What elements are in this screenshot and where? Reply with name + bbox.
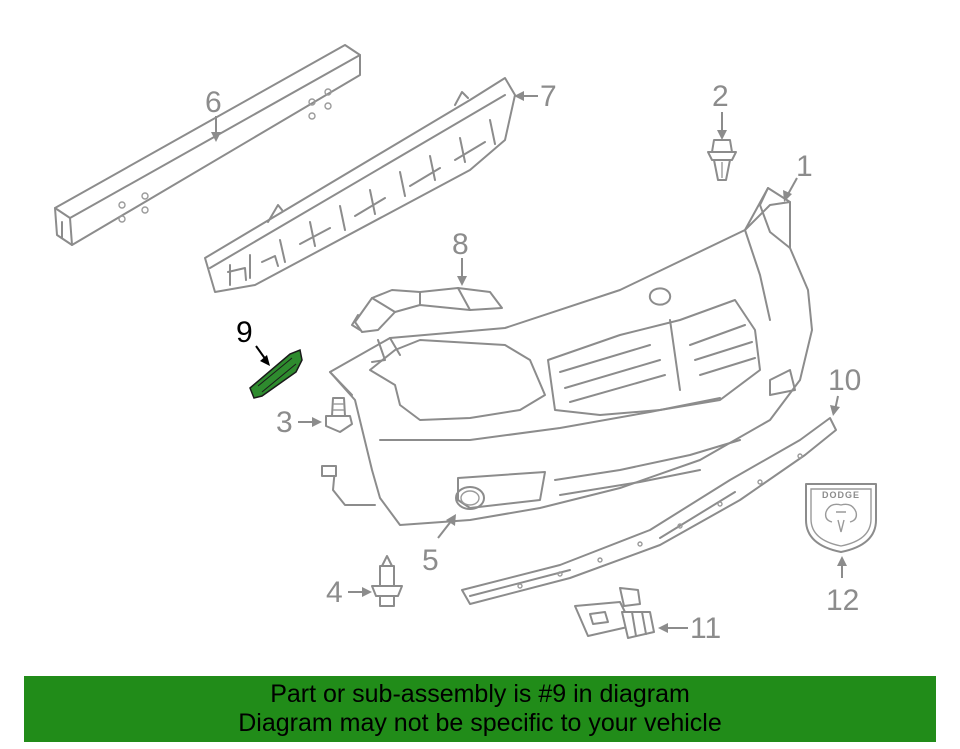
callout-11: 11	[690, 612, 721, 645]
callout-labels: 1 2 3 4 5 6 7 8 9 10 11 12	[205, 80, 861, 645]
part-4-push-pin[interactable]	[371, 555, 403, 607]
callout-7: 7	[540, 80, 557, 113]
callout-4: 4	[326, 576, 343, 609]
part-1-bumper-fascia[interactable]	[321, 187, 813, 526]
part-8-bracket[interactable]	[351, 287, 503, 333]
part-9-highlighted-bracket[interactable]	[249, 348, 303, 399]
part-5-fog-lamp[interactable]	[455, 486, 485, 510]
leader-lines	[211, 91, 847, 633]
callout-8: 8	[452, 228, 469, 261]
callout-2: 2	[712, 80, 729, 113]
parts-diagram: DODGE	[54, 44, 877, 645]
part-10-lower-strip[interactable]	[461, 417, 837, 605]
emblem-text: DODGE	[822, 490, 860, 500]
callout-9: 9	[236, 316, 253, 349]
callout-3: 3	[276, 406, 293, 439]
part-7-energy-absorber[interactable]	[204, 77, 516, 293]
callout-6: 6	[205, 86, 222, 119]
part-11-bracket[interactable]	[574, 587, 655, 639]
part-6-reinforcement-beam[interactable]	[54, 44, 361, 246]
callout-10: 10	[828, 364, 861, 397]
part-3-clip[interactable]	[325, 397, 353, 433]
callout-5: 5	[422, 544, 439, 577]
info-banner: Part or sub-assembly is #9 in diagram Di…	[24, 676, 936, 742]
banner-line-2: Diagram may not be specific to your vehi…	[238, 709, 722, 737]
banner-line-1: Part or sub-assembly is #9 in diagram	[270, 680, 690, 708]
callout-1: 1	[796, 150, 813, 183]
part-12-emblem[interactable]: DODGE	[805, 483, 877, 553]
callout-12: 12	[826, 584, 859, 617]
part-2-push-pin[interactable]	[707, 139, 737, 181]
